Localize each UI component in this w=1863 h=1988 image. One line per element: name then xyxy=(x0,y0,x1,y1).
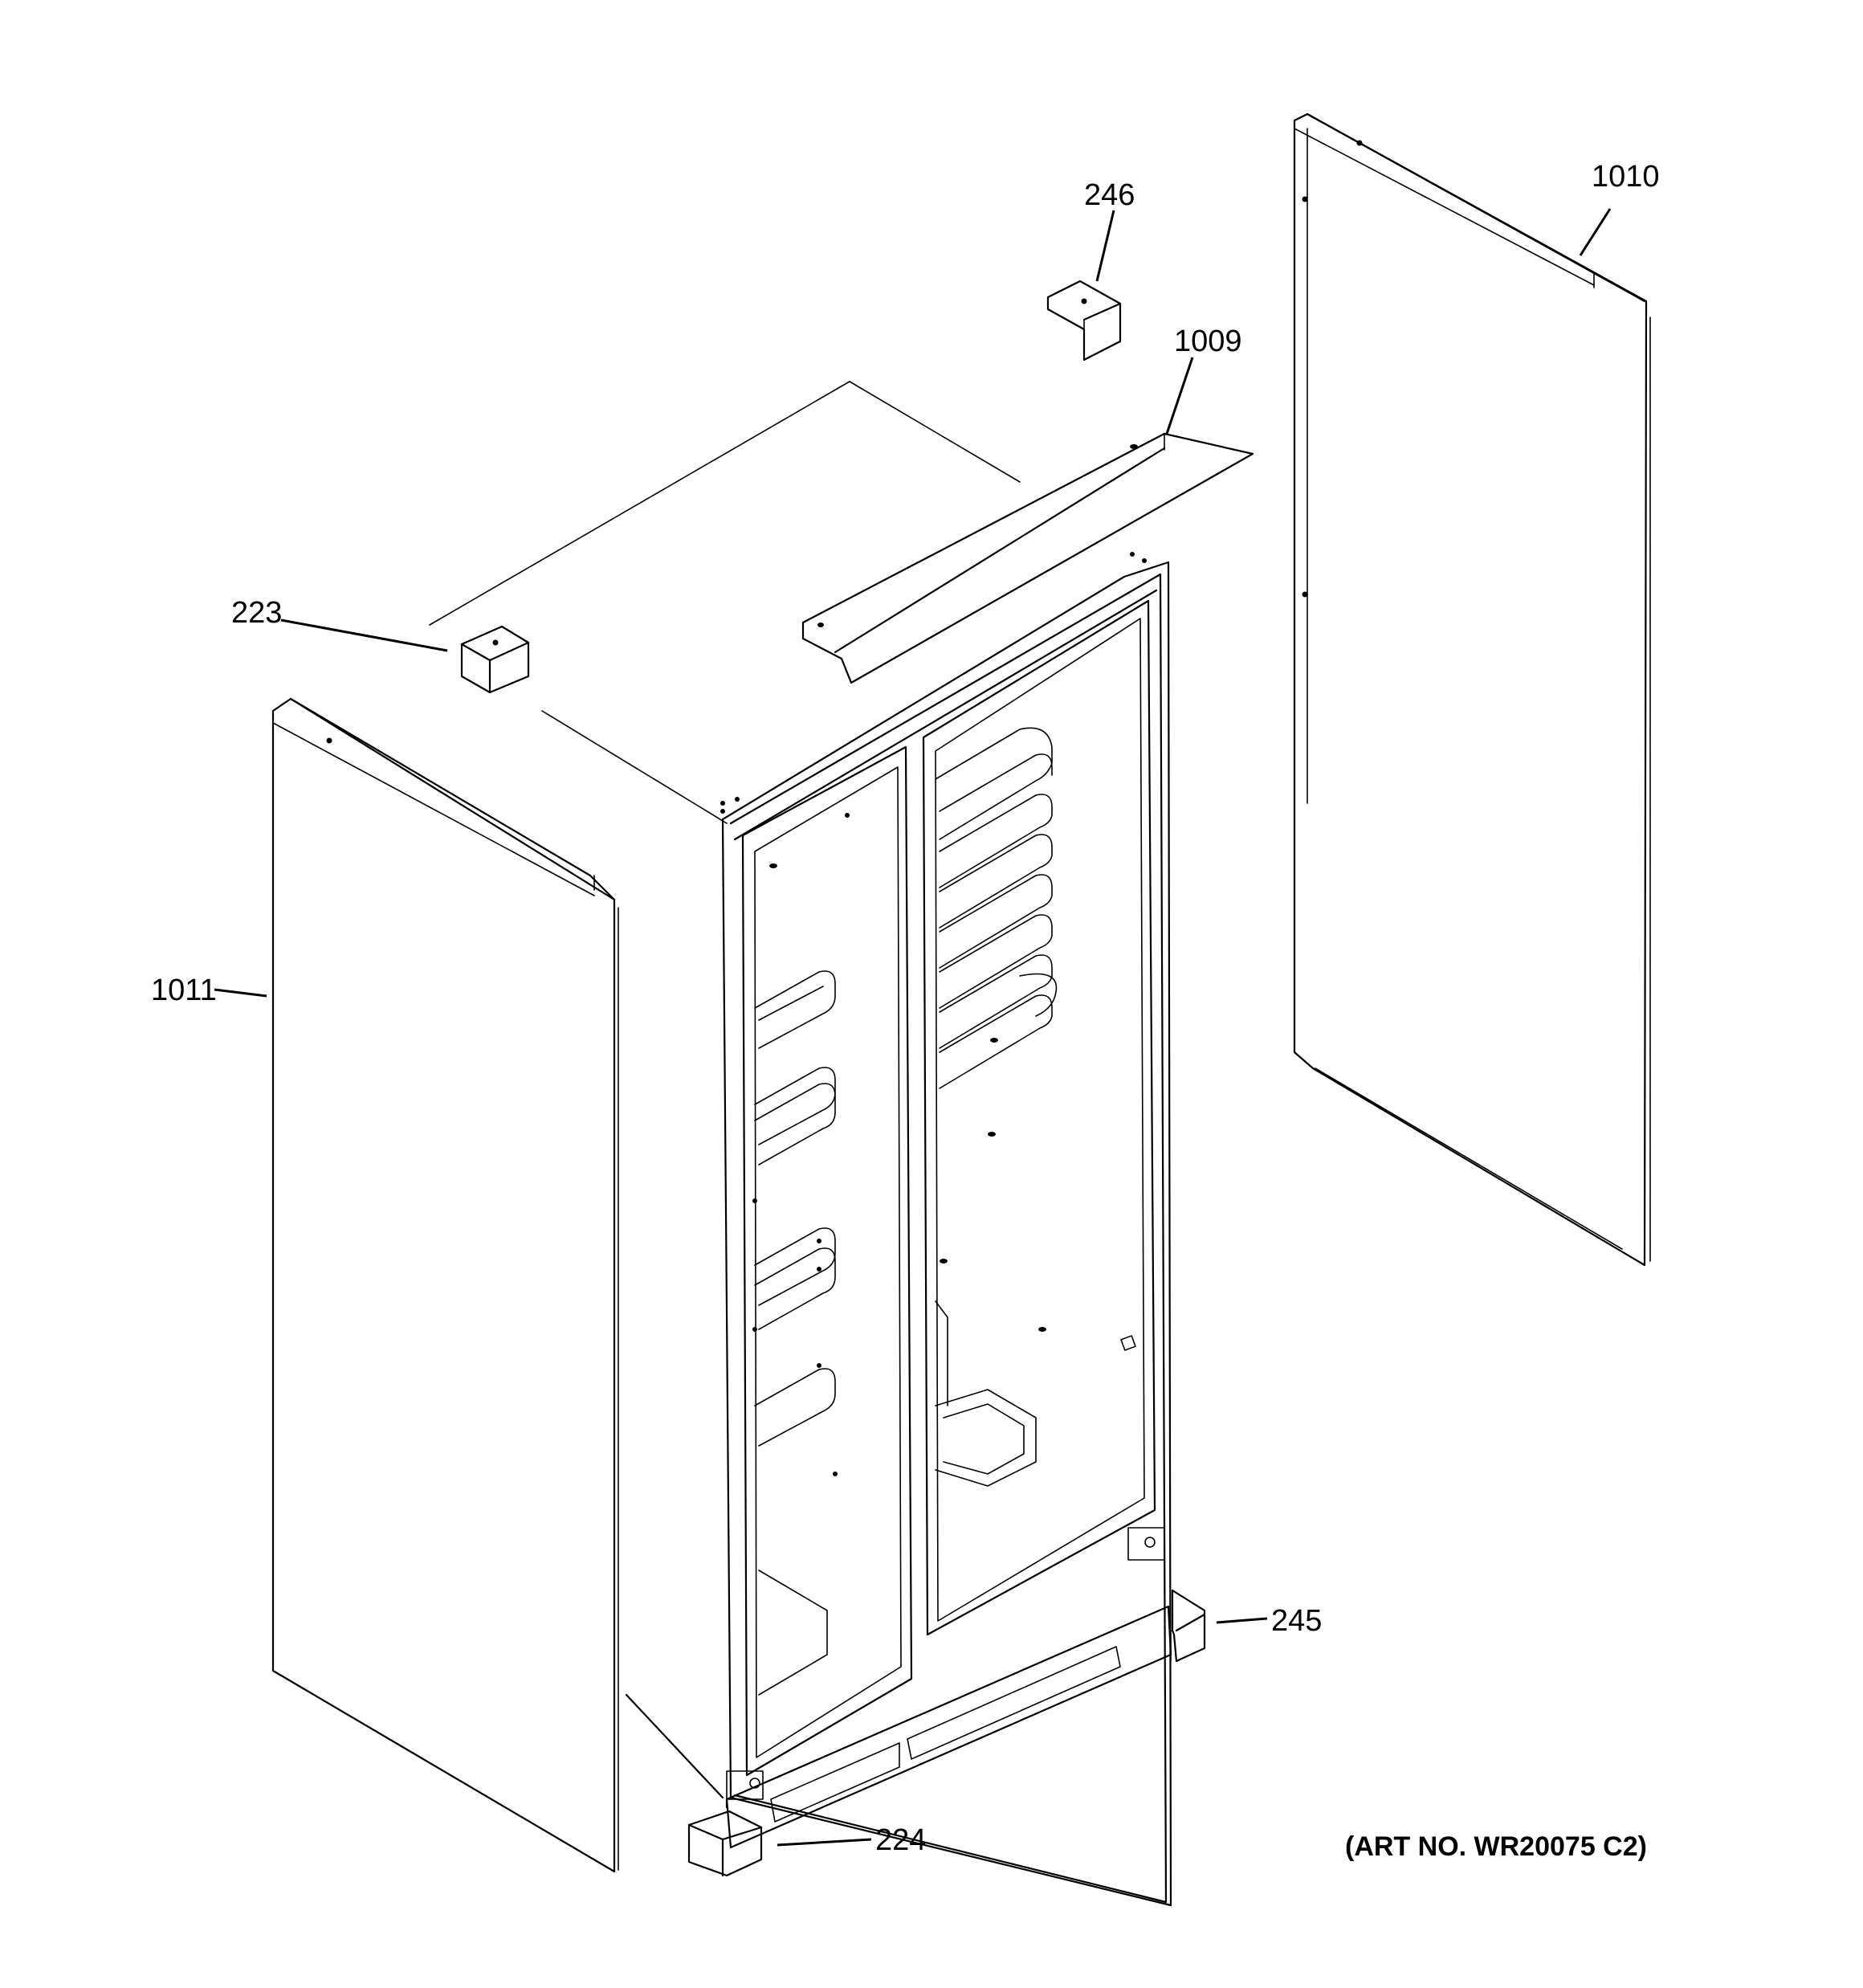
leader-lines xyxy=(214,208,1612,1847)
callout-223: 223 xyxy=(231,596,282,630)
cabinet-case xyxy=(429,381,1172,1907)
callout-224: 224 xyxy=(875,1823,926,1857)
leader-224 xyxy=(777,1838,872,1847)
right-side-panel-1010 xyxy=(1293,112,1651,1267)
leader-223 xyxy=(280,618,448,652)
bracket-245 xyxy=(1170,1589,1206,1663)
left-side-panel-1011 xyxy=(271,697,619,1873)
callout-245: 245 xyxy=(1271,1604,1322,1638)
leader-246 xyxy=(1095,210,1115,282)
callout-1011: 1011 xyxy=(151,974,217,1007)
leader-1009 xyxy=(1165,357,1194,435)
callout-246: 246 xyxy=(1084,178,1135,212)
art-number: (ART NO. WR20075 C2) xyxy=(1345,1831,1647,1862)
callout-1010: 1010 xyxy=(1592,160,1660,194)
corner-block-223 xyxy=(460,625,530,694)
leader-245 xyxy=(1216,1617,1268,1624)
callout-1009: 1009 xyxy=(1174,325,1242,358)
bracket-246 xyxy=(1046,280,1122,361)
top-channel-1009 xyxy=(801,432,1254,684)
corner-block-224 xyxy=(687,1810,763,1877)
leader-1010 xyxy=(1579,208,1612,256)
leader-1011 xyxy=(214,988,267,998)
